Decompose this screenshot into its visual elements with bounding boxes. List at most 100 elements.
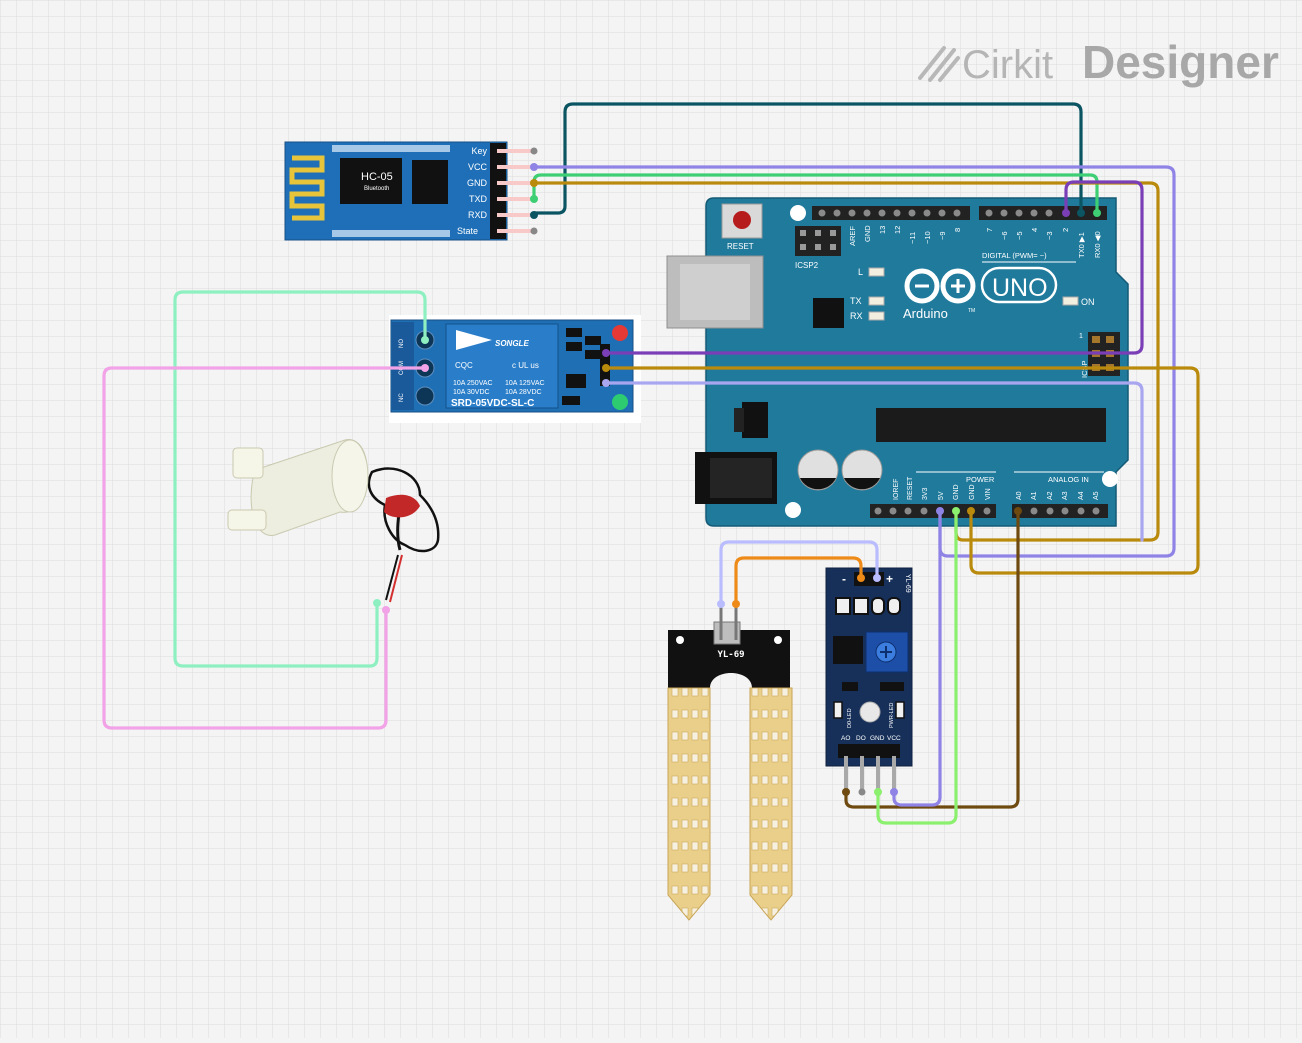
led-l <box>868 267 885 277</box>
sensor-pin-ao: AO <box>841 735 850 742</box>
hc05-title: HC-05 <box>361 171 393 183</box>
power-pin-labels: IOREF RESET 3V3 5V GND GND VIN <box>893 476 992 500</box>
infinity-logo-icon <box>904 268 976 304</box>
wire-hc05-txd-to-rx[interactable] <box>532 102 1083 215</box>
relay-ul: c UL us <box>512 361 539 370</box>
wire-probe-to-sensor-plus[interactable] <box>719 540 879 606</box>
probe-label: YL-69 <box>717 650 744 660</box>
sensor-leds <box>833 682 905 723</box>
sensor-pin-vcc: VCC <box>887 735 901 742</box>
hc05-subtitle: Bluetooth <box>364 186 389 192</box>
tm-label: TM <box>968 308 975 314</box>
wire-relay-gnd-to-gnd[interactable] <box>604 366 1200 575</box>
songle-logo-icon <box>456 330 492 350</box>
moisture-probe[interactable]: YL-69 <box>667 604 793 921</box>
rating-4: 10A 28VDC <box>505 389 542 396</box>
hc05-chip-flash <box>412 160 448 204</box>
analog-header <box>1012 504 1108 518</box>
hc05-pads <box>332 145 450 237</box>
relay-ratings: 10A 250VAC 10A 125VAC 10A 30VDC 10A 28VD… <box>453 380 545 396</box>
brand-name-right: Designer <box>1082 36 1279 88</box>
antenna-trace <box>289 155 325 221</box>
wire-sensor-vcc-to-5v[interactable] <box>892 509 942 807</box>
led-on <box>1062 296 1079 306</box>
voltage-regulator <box>742 402 768 438</box>
pin-label-aref: AREF <box>848 226 857 246</box>
pin-label-5: ~5 <box>1015 231 1024 240</box>
pin-label-11: ~11 <box>908 232 917 244</box>
wire-relay-vcc-to-5v[interactable] <box>604 381 1144 542</box>
digital-label: DIGITAL (PWM= ~) <box>982 251 1047 260</box>
pin-label-7: 7 <box>985 228 994 232</box>
usb-chip <box>813 298 844 328</box>
pin-label-a4: A4 <box>1078 491 1085 500</box>
wire-relay-no-to-pump[interactable] <box>173 290 427 668</box>
relay-components <box>562 328 601 405</box>
icsp-one-label: 1 <box>1079 333 1083 340</box>
rating-3: 10A 30VDC <box>453 389 490 396</box>
wire-hc05-vcc-to-5v[interactable] <box>532 165 1176 558</box>
wire-relay-com-to-pump[interactable] <box>102 366 427 730</box>
pump-body <box>227 439 369 536</box>
pin-label-3: ~3 <box>1045 231 1054 240</box>
relay-led-green <box>612 394 628 410</box>
hc05-module[interactable]: HC-05 Bluetooth Key VCC GND TXD RXD Stat… <box>284 141 538 241</box>
uno-label: UNO <box>992 274 1048 302</box>
hc05-pin-labels: Key VCC GND TXD RXD State <box>457 146 488 236</box>
pin-label-4: 4 <box>1030 228 1039 232</box>
hc05-pin-state: State <box>457 226 478 236</box>
water-pump[interactable] <box>227 439 440 603</box>
pin-label-rx0: RX0 ◀0 <box>1093 231 1102 258</box>
digital-header-left <box>812 206 970 220</box>
digital-header-pins[interactable] <box>818 209 1053 217</box>
d0-led-label: D0-LED <box>847 708 853 728</box>
pin-label-ioref: IOREF <box>893 479 900 500</box>
probe-prong-right <box>749 687 793 921</box>
sensor-output-header <box>838 744 900 758</box>
sensor-pin-do: DO <box>856 735 866 742</box>
moisture-sensor-module[interactable]: - + YL-69 D0-LED PWR-LED AO DO GND <box>825 567 913 796</box>
wire-relay-in-to-d2[interactable] <box>604 180 1144 355</box>
pin-label-9: ~9 <box>938 231 947 240</box>
sensor-pin-legs <box>844 756 896 792</box>
wire-sensor-ao-to-a0[interactable] <box>844 509 1020 809</box>
on-label: ON <box>1081 297 1095 307</box>
pin-label-a2: A2 <box>1047 491 1054 500</box>
pump-cable-loop <box>367 467 440 553</box>
analog-label: ANALOG IN <box>1048 475 1089 484</box>
wire-probe-to-sensor-minus[interactable] <box>734 556 863 606</box>
analog-pin-labels: A0 A1 A2 A3 A4 A5 <box>1016 491 1100 500</box>
wire-hc05-rxd-to-gnd[interactable] <box>532 181 1160 542</box>
pin-label-gnd2: GND <box>969 484 976 500</box>
probe-pins <box>719 604 738 640</box>
sensor-do-pin-end[interactable] <box>858 788 866 796</box>
potentiometer[interactable] <box>865 631 909 673</box>
sensor-smd-parts <box>835 597 901 615</box>
pin-label-vin: VIN <box>985 488 992 500</box>
reset-label: RESET <box>727 242 754 251</box>
pin-label-2: 2 <box>1061 228 1070 232</box>
digital-header-right <box>979 206 1107 220</box>
power-header-pins[interactable] <box>874 507 1100 515</box>
digital-pin-labels: AREF GND 13 12 ~11 ~10 ~9 8 7 ~6 ~5 4 ~3… <box>848 225 1102 258</box>
mounting-holes <box>785 205 1118 518</box>
pin-label-a5: A5 <box>1093 491 1100 500</box>
arduino-label: Arduino <box>903 306 948 321</box>
sensor-minus: - <box>842 572 846 586</box>
hc05-pin-ends[interactable] <box>530 147 538 235</box>
svg-text:NO: NO <box>399 339 405 348</box>
power-jack-inner <box>710 458 772 498</box>
wire-endpoints[interactable] <box>373 163 1101 796</box>
terminal-block <box>392 322 414 410</box>
arduino-logo: UNO Arduino TM <box>903 266 1058 321</box>
sensor-pin-gnd: GND <box>870 735 885 742</box>
relay-module[interactable]: NO COM NC SONGLE CQC c UL us 10A 250VAC … <box>389 315 641 423</box>
regulator-tab <box>734 408 744 432</box>
wire-sensor-gnd-to-gnd[interactable] <box>876 509 958 825</box>
atmega-chip <box>876 408 1106 442</box>
arduino-uno[interactable]: RESET ICSP2 AREF GND 13 12 ~11 ~10 ~9 8 … <box>666 197 1129 527</box>
rating-2: 10A 125VAC <box>505 380 545 387</box>
reset-button-cap[interactable] <box>733 211 751 229</box>
